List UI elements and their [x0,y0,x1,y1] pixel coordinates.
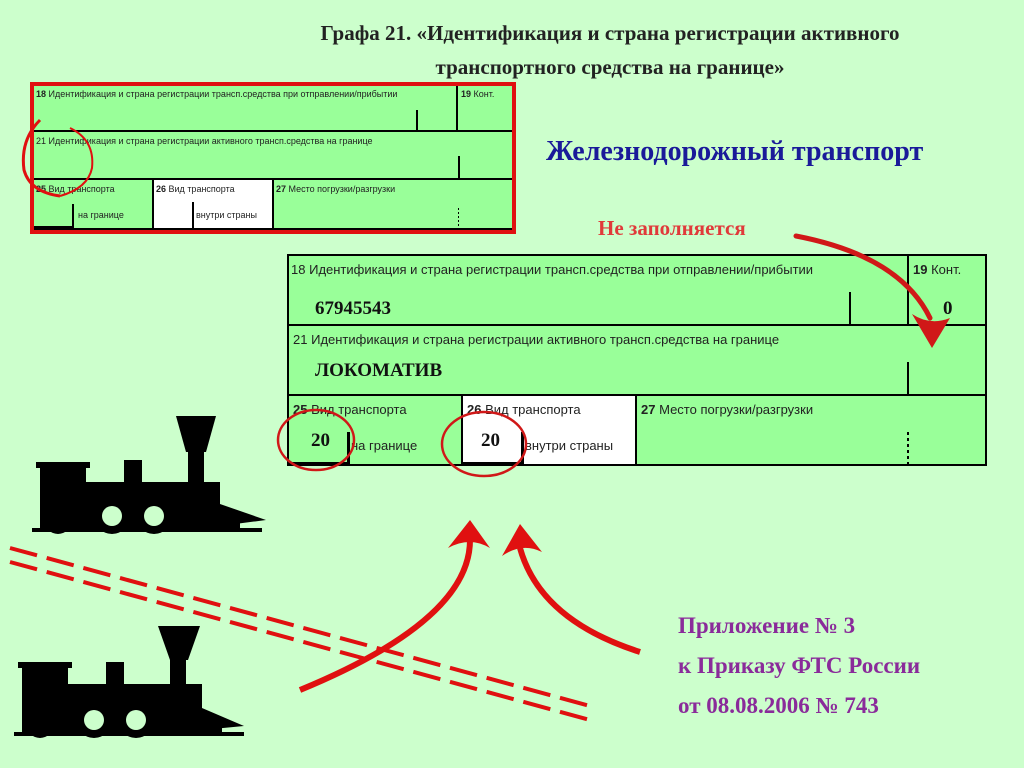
railroad-track-icon [9,546,591,708]
red-arrow-icon [793,233,933,321]
box-18: 18 Идентификация и страна регистрации тр… [289,256,909,326]
appendix-reference: Приложение № 3 к Приказу ФТС России от 0… [678,606,920,726]
title-line-1: Графа 21. «Идентификация и страна регист… [320,21,900,45]
red-arrow-icon [502,524,542,556]
appendix-line-3: от 08.08.2006 № 743 [678,693,879,718]
appendix-line-2: к Приказу ФТС России [678,653,921,678]
box-21-small: 21 Идентификация и страна регистрации ак… [34,132,512,180]
title-line-2: транспортного средства на границе» [435,55,785,79]
railroad-track-icon [9,560,591,722]
red-circle-highlight-icon [440,410,528,478]
red-arrow-icon [298,539,473,693]
red-circle-highlight-icon [276,408,356,472]
not-filled-note: Не заполняется [598,216,746,240]
box-26-value: 20 [481,430,500,451]
form-filled-big: 18 Идентификация и страна регистрации тр… [287,254,987,466]
box-21: 21 Идентификация и страна регистрации ак… [289,326,987,396]
box-18-value: 67945543 [315,298,391,319]
red-arrow-icon [912,314,950,348]
red-circle-highlight-icon [59,127,94,197]
box-19-small: 19 Конт. [458,86,512,132]
box-21-value: ЛОКОМАТИВ [315,360,443,381]
box-25: 25 Вид транспорта на границе 20 [289,396,463,466]
subtitle-railway-transport: Железнодорожный транспорт [546,136,924,167]
form-template-small: 18 Идентификация и страна регистрации тр… [30,82,516,234]
box-19-value: 0 [943,298,953,319]
slide-title: Графа 21. «Идентификация и страна регист… [250,16,970,84]
box-25-value: 20 [311,430,330,451]
box-18-small: 18 Идентификация и страна регистрации тр… [34,86,458,132]
box-19: 19 Конт. 0 [909,256,987,326]
box-27: 27 Место погрузки/разгрузки [637,396,987,466]
appendix-line-1: Приложение № 3 [678,613,856,638]
box-26: 26 Вид транспорта внутри страны 20 [463,396,637,466]
locomotive-icon [32,416,266,534]
box-26-small: 26 Вид транспорта внутри страны [154,180,274,230]
locomotive-icon [14,626,244,738]
red-arrow-icon [448,520,490,548]
box-27-small: 27 Место погрузки/разгрузки [274,180,512,230]
red-arrow-icon [517,547,641,655]
red-circle-highlight-icon [21,118,61,198]
